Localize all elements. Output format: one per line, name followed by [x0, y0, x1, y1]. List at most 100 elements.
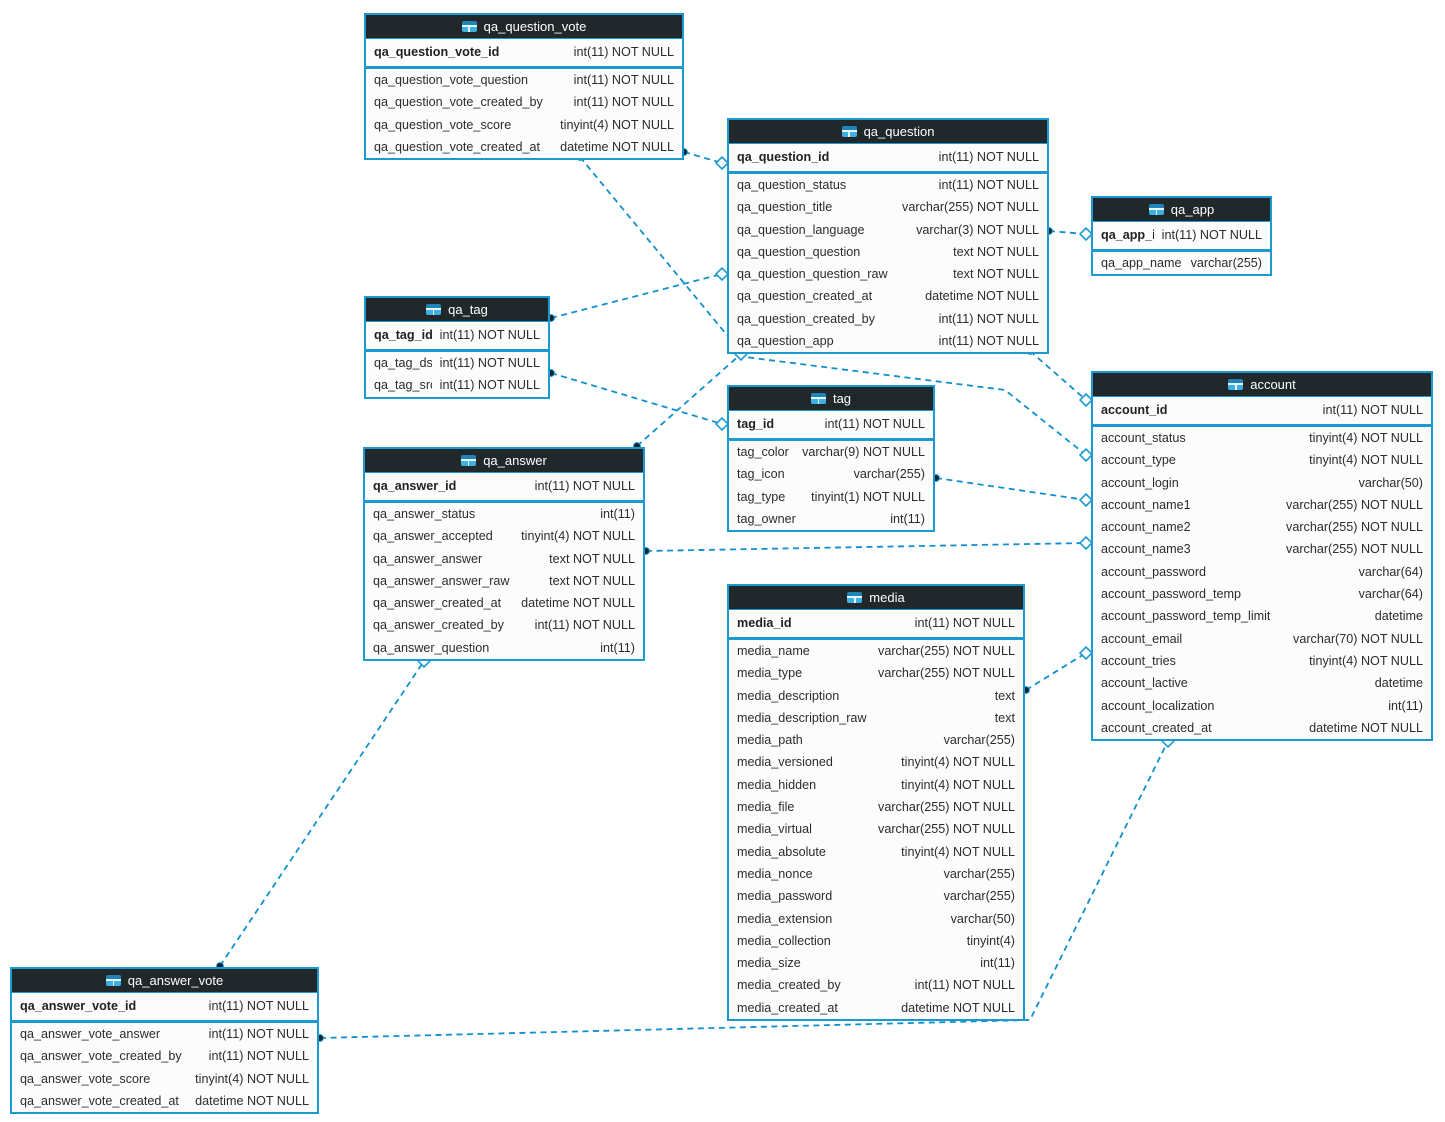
table-header[interactable]: account	[1093, 373, 1431, 397]
relation-tag-account[interactable]	[932, 474, 1094, 508]
relation-line[interactable]	[550, 273, 723, 319]
relation-qa_answer-account[interactable]	[642, 535, 1094, 555]
relation-line[interactable]	[935, 477, 1087, 501]
relation-qa_question-qa_app[interactable]	[1045, 226, 1094, 242]
table-header[interactable]: tag	[729, 387, 933, 411]
relation-line[interactable]	[219, 660, 425, 967]
table-header[interactable]: qa_question	[729, 120, 1047, 144]
relation-line[interactable]	[579, 156, 1087, 456]
relation-qa_answer_vote-qa_answer[interactable]	[216, 653, 432, 970]
relation-line[interactable]	[636, 353, 742, 447]
relation-line[interactable]	[550, 372, 723, 425]
relation-line[interactable]	[319, 740, 1169, 1039]
relation-qa_question_vote-qa_question[interactable]	[680, 148, 730, 171]
relation-line[interactable]	[683, 151, 723, 164]
relation-qa_tag-qa_question[interactable]	[547, 266, 730, 322]
relation-media-account[interactable]	[1022, 645, 1094, 694]
table-header[interactable]: media	[729, 586, 1023, 610]
table-header[interactable]: qa_question_vote	[366, 15, 682, 39]
relation-line[interactable]	[645, 542, 1087, 552]
relation-line[interactable]	[1029, 350, 1087, 401]
table-header[interactable]: qa_app	[1093, 198, 1270, 222]
table-header[interactable]: qa_answer	[365, 449, 643, 473]
relation-qa_tag-tag[interactable]	[547, 369, 730, 432]
table-header[interactable]: qa_tag	[366, 298, 548, 322]
table-header[interactable]: qa_answer_vote	[12, 969, 317, 993]
